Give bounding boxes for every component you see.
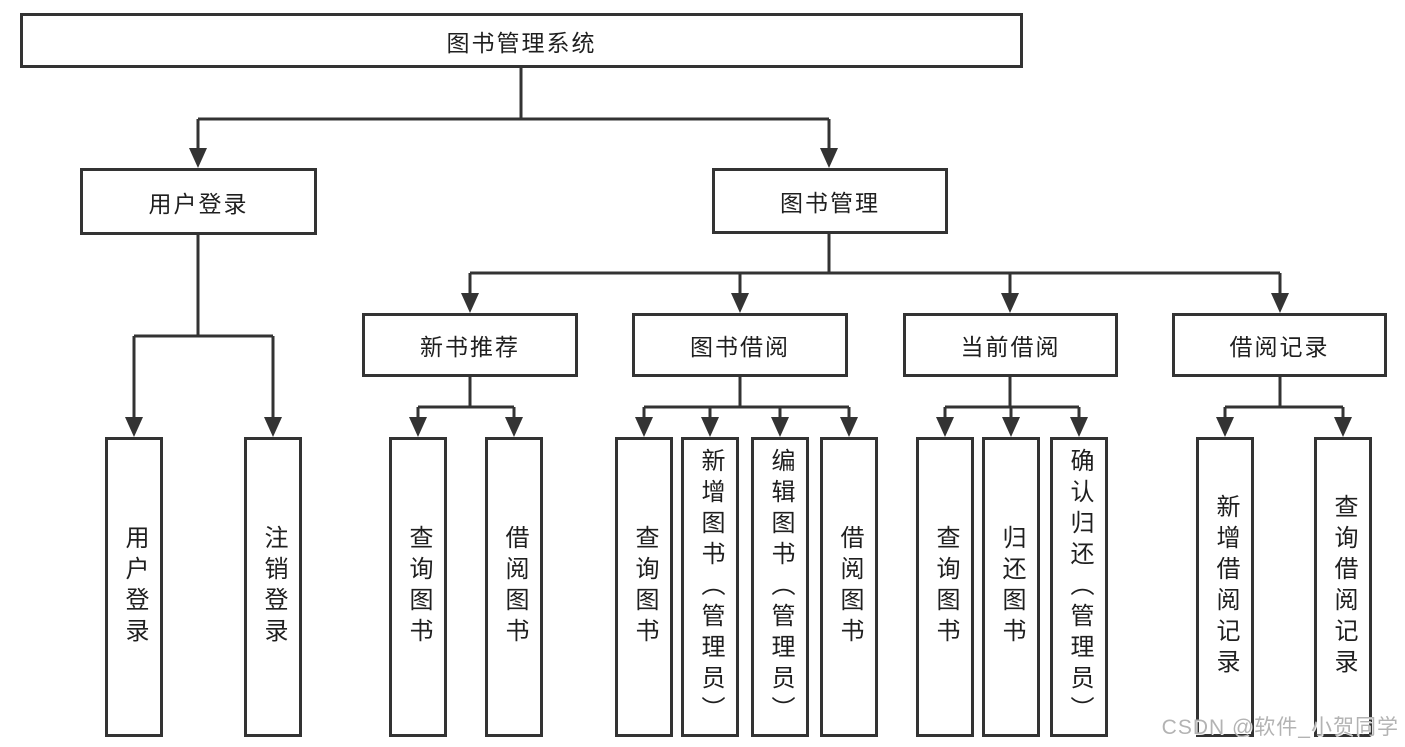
arrow-down-icon (820, 148, 838, 168)
arrow-down-icon (771, 417, 789, 437)
node-book-management: 图书管理 (712, 168, 948, 234)
arrow-down-icon (1216, 417, 1234, 437)
leaf-record-add-borrow-record: 新增借阅记录 (1196, 437, 1254, 737)
arrow-down-icon (1070, 417, 1088, 437)
leaf-current-confirm-return-admin: 确认归还（管理员） (1050, 437, 1108, 737)
arrow-down-icon (731, 293, 749, 313)
node-current-borrowing: 当前借阅 (903, 313, 1118, 377)
arrow-down-icon (1001, 293, 1019, 313)
arrow-down-icon (409, 417, 427, 437)
arrow-down-icon (635, 417, 653, 437)
leaf-newbook-borrow-books: 借阅图书 (485, 437, 543, 737)
node-book-borrowing: 图书借阅 (632, 313, 848, 377)
leaf-newbook-query-books: 查询图书 (389, 437, 447, 737)
leaf-user-login: 用户登录 (105, 437, 163, 737)
leaf-borrow-add-books-admin: 新增图书（管理员） (681, 437, 739, 737)
arrow-down-icon (936, 417, 954, 437)
node-new-book-recommendation: 新书推荐 (362, 313, 578, 377)
arrow-down-icon (505, 417, 523, 437)
leaf-current-return-books: 归还图书 (982, 437, 1040, 737)
leaf-borrow-query-books: 查询图书 (615, 437, 673, 737)
csdn-watermark: CSDN @软件_小贺同学 (1161, 716, 1399, 739)
arrow-down-icon (189, 148, 207, 168)
node-borrowing-records: 借阅记录 (1172, 313, 1387, 377)
node-library-management-system: 图书管理系统 (20, 13, 1023, 68)
arrow-down-icon (1334, 417, 1352, 437)
arrow-down-icon (1271, 293, 1289, 313)
arrow-down-icon (461, 293, 479, 313)
leaf-record-query-borrow-record: 查询借阅记录 (1314, 437, 1372, 737)
arrow-down-icon (840, 417, 858, 437)
arrow-down-icon (701, 417, 719, 437)
arrow-down-icon (264, 417, 282, 437)
leaf-borrow-borrow-books: 借阅图书 (820, 437, 878, 737)
leaf-logout-login: 注销登录 (244, 437, 302, 737)
leaf-current-query-books: 查询图书 (916, 437, 974, 737)
arrow-down-icon (1002, 417, 1020, 437)
node-user-login: 用户登录 (80, 168, 317, 235)
arrow-down-icon (125, 417, 143, 437)
leaf-borrow-edit-books-admin: 编辑图书（管理员） (751, 437, 809, 737)
